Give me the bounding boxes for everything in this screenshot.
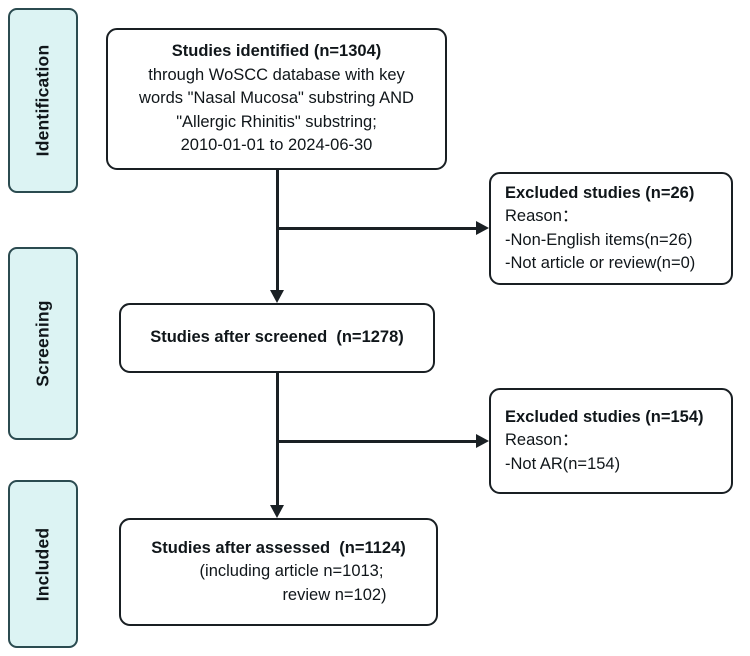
box-studies-identified: Studies identified (n=1304) through WoSC… (106, 28, 447, 170)
arrow-right-icon-to-excluded-2 (476, 434, 489, 448)
connector-screened-to-assessed-line (276, 373, 279, 506)
box-line: (including article n=1013; (199, 562, 384, 581)
phase-label-identification: Identification (32, 44, 53, 157)
phase-box-included: Included (8, 480, 78, 648)
box-line: review n=102) (282, 585, 387, 604)
box-line: words "Nasal Mucosa" substring AND (139, 89, 414, 108)
box-studies-after-screened: Studies after screened (n=1278) (119, 303, 435, 373)
box-line: Excluded studies (n=154) (505, 407, 704, 426)
box-line: -Not article or review(n=0) (505, 253, 696, 272)
connector-screened-to-excluded-2-line (277, 440, 477, 443)
box-studies-after-assessed: Studies after assessed (n=1124) (includi… (119, 518, 438, 626)
arrow-right-icon-to-excluded-1 (476, 221, 489, 235)
box-line: Reason： (505, 207, 579, 226)
box-line: Excluded studies (n=26) (505, 183, 695, 202)
box-excluded-studies-2: Excluded studies (n=154) Reason： -Not AR… (489, 388, 733, 494)
box-line: Studies after screened (n=1278) (150, 328, 404, 347)
phase-label-screening: Screening (32, 300, 53, 387)
box-line: Studies identified (n=1304) (171, 42, 382, 61)
box-line: -Not AR(n=154) (505, 454, 621, 473)
connector-identified-to-screened-line (276, 170, 279, 292)
box-line: Studies after assessed (n=1124) (151, 538, 406, 557)
arrow-down-icon-to-assessed (270, 505, 284, 518)
box-line: 2010-01-01 to 2024-06-30 (180, 136, 373, 155)
phase-box-screening: Screening (8, 247, 78, 440)
phase-label-included: Included (32, 527, 53, 601)
box-line: -Non-English items(n=26) (505, 230, 693, 249)
box-excluded-studies-1: Excluded studies (n=26) Reason： -Non-Eng… (489, 172, 733, 285)
connector-identified-to-excluded-1-line (277, 227, 477, 230)
arrow-down-icon-to-screened (270, 290, 284, 303)
phase-box-identification: Identification (8, 8, 78, 193)
box-line: "Allergic Rhinitis" substring; (176, 112, 377, 131)
box-line: Reason： (505, 431, 579, 450)
box-line: through WoSCC database with key (148, 65, 405, 84)
